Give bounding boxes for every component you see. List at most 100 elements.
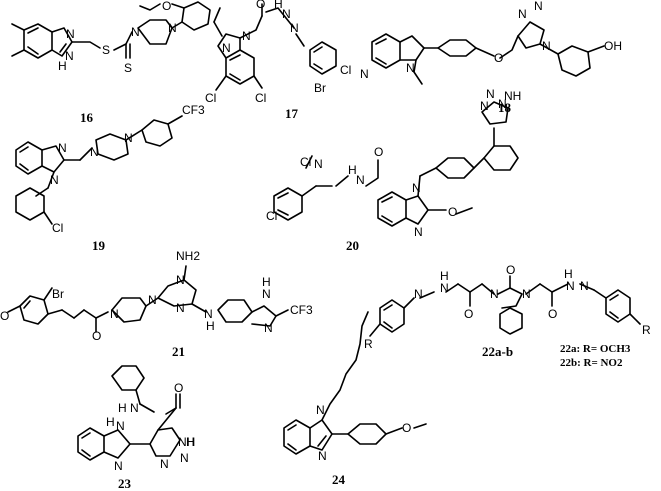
compound-21-atom-label: CF3 bbox=[290, 303, 313, 317]
compound-21-atom-label: N bbox=[176, 301, 185, 315]
compound-20-atom-label: N bbox=[356, 173, 365, 187]
compound-22-atom-label: N bbox=[414, 287, 423, 301]
compound-19-atom-label: Cl bbox=[52, 221, 63, 235]
compound-20-atom-label: N bbox=[412, 181, 421, 195]
compound-23-atom-label: N bbox=[160, 457, 169, 471]
compound-23-atom-label: N bbox=[114, 459, 123, 473]
compound-19-atom-label: N bbox=[50, 173, 59, 187]
compound-20-atom-label: Cl bbox=[266, 209, 277, 223]
compound-20-structure bbox=[273, 101, 519, 227]
compound-24-number: 24 bbox=[332, 472, 346, 487]
compound-21-atom-label: N bbox=[176, 273, 185, 287]
substituent-22b: 22b: R= NO2 bbox=[560, 357, 623, 369]
compound-17-atom-label: Cl bbox=[255, 91, 266, 105]
compound-22-atom-label: H bbox=[564, 267, 573, 281]
compound-18-atom-label: N bbox=[518, 7, 527, 21]
compound-24-atom-label: N bbox=[316, 403, 325, 417]
compound-23-structure bbox=[77, 365, 181, 461]
substituent-22a: 22a: R= OCH3 bbox=[560, 343, 631, 355]
compound-22-atom-label: O bbox=[464, 307, 473, 321]
compound-16-number: 16 bbox=[80, 110, 94, 125]
compound-17-atom-label: H bbox=[274, 0, 283, 11]
compound-24-structure bbox=[283, 311, 427, 455]
compound-22-atom-label: N bbox=[566, 279, 575, 293]
compound-21-atom-label: NH2 bbox=[176, 249, 200, 263]
compound-16-atom-label: O bbox=[162, 0, 171, 13]
compound-22-atom-label: R bbox=[364, 337, 373, 351]
compound-16-atom-label: S bbox=[124, 61, 132, 75]
compound-20-atom-label: N bbox=[414, 225, 423, 239]
compound-19-atom-label: N bbox=[124, 131, 133, 145]
compound-23-atom-label: H bbox=[186, 435, 195, 449]
compound-22-atom-label: N bbox=[522, 287, 531, 301]
compound-20-atom-label: O bbox=[374, 145, 383, 159]
compound-21-atom-label: Br bbox=[52, 287, 64, 301]
compound-20-atom-label: N bbox=[498, 97, 507, 111]
compound-19-number: 19 bbox=[92, 238, 106, 253]
compound-22-atom-label: O bbox=[548, 307, 557, 321]
compound-18-atom-label: N bbox=[360, 67, 369, 81]
compound-19-atom-label: CF3 bbox=[182, 103, 205, 117]
compound-20-atom-label: O bbox=[448, 205, 457, 219]
compound-16-atom-label: N bbox=[66, 27, 75, 41]
compound-21-atom-label: H bbox=[206, 319, 215, 333]
compound-20-atom-label: H bbox=[348, 163, 357, 177]
compound-21-atom-label: N bbox=[204, 307, 213, 321]
compound-17-atom-label: Cl bbox=[205, 91, 216, 105]
compound-22-number: 22a-b bbox=[482, 344, 513, 359]
compound-16-atom-label: H bbox=[58, 59, 67, 73]
compound-22-atom-label: N bbox=[440, 281, 449, 295]
compound-18-structure bbox=[371, 21, 605, 85]
compound-23-atom-label: N bbox=[180, 451, 189, 465]
compound-17-atom-label: N bbox=[282, 7, 291, 21]
compound-17-atom-label: N bbox=[242, 29, 251, 43]
compound-20-atom-label: Cl bbox=[300, 155, 311, 169]
compound-17-atom-label: N bbox=[290, 21, 299, 35]
compound-16-structure bbox=[11, 1, 211, 59]
compound-21-atom-label: N bbox=[148, 293, 157, 307]
compound-20-number: 20 bbox=[346, 238, 359, 253]
compound-24-atom-label: O bbox=[402, 421, 411, 435]
compound-22-atom-label: O bbox=[506, 263, 515, 277]
compound-24-atom-label: N bbox=[318, 449, 327, 463]
compound-16-atom-label: N bbox=[65, 49, 74, 63]
compound-18-atom-label: O bbox=[494, 51, 503, 65]
compound-20-atom-label: NH bbox=[504, 89, 521, 103]
compound-17-atom-label: Br bbox=[314, 81, 326, 95]
compound-18-atom-label: OH bbox=[604, 39, 622, 53]
compound-20-atom-label: N bbox=[486, 87, 495, 101]
compound-18-atom-label: N bbox=[542, 39, 551, 53]
compound-23-number: 23 bbox=[118, 476, 132, 491]
compound-16-atom-label: N bbox=[168, 21, 177, 35]
compound-21-atom-label: O bbox=[92, 329, 101, 343]
compound-21-atom-label: N bbox=[262, 287, 271, 301]
compound-18-atom-label: N bbox=[534, 0, 543, 13]
compound-17-structure bbox=[213, 3, 337, 91]
compound-19-atom-label: N bbox=[58, 141, 67, 155]
compound-16-atom-label: N bbox=[131, 25, 140, 39]
compound-22-atom-label: R bbox=[642, 323, 651, 337]
compound-17-atom-label: O bbox=[256, 0, 265, 11]
compound-19-structure bbox=[15, 115, 183, 225]
compound-20-atom-label: N bbox=[480, 99, 489, 113]
compound-23-atom-label: N bbox=[130, 401, 139, 415]
compound-21-atom-label: O bbox=[0, 309, 9, 323]
compound-22-atom-label: N bbox=[580, 279, 589, 293]
compound-20-atom-label: N bbox=[314, 157, 323, 171]
compound-23-atom-label: H bbox=[118, 401, 127, 415]
compound-17-number: 17 bbox=[285, 106, 299, 121]
compound-16-atom-label: S bbox=[102, 43, 110, 57]
compound-21-atom-label: N bbox=[264, 321, 273, 335]
compound-22-structure bbox=[369, 275, 641, 337]
compound-22-atom-label: N bbox=[490, 287, 499, 301]
compound-23-atom-label: O bbox=[174, 381, 183, 395]
compound-23-atom-label: H bbox=[106, 415, 115, 429]
compound-18-atom-label: N bbox=[406, 61, 415, 75]
compound-23-atom-label: N bbox=[116, 419, 125, 433]
compound-18-atom-label: Cl bbox=[340, 63, 351, 77]
compound-21-atom-label: H bbox=[262, 275, 271, 289]
compound-23-atom-label: NH bbox=[178, 435, 195, 449]
compound-21-structure bbox=[7, 265, 289, 333]
compound-17-atom-label: N bbox=[222, 41, 231, 55]
